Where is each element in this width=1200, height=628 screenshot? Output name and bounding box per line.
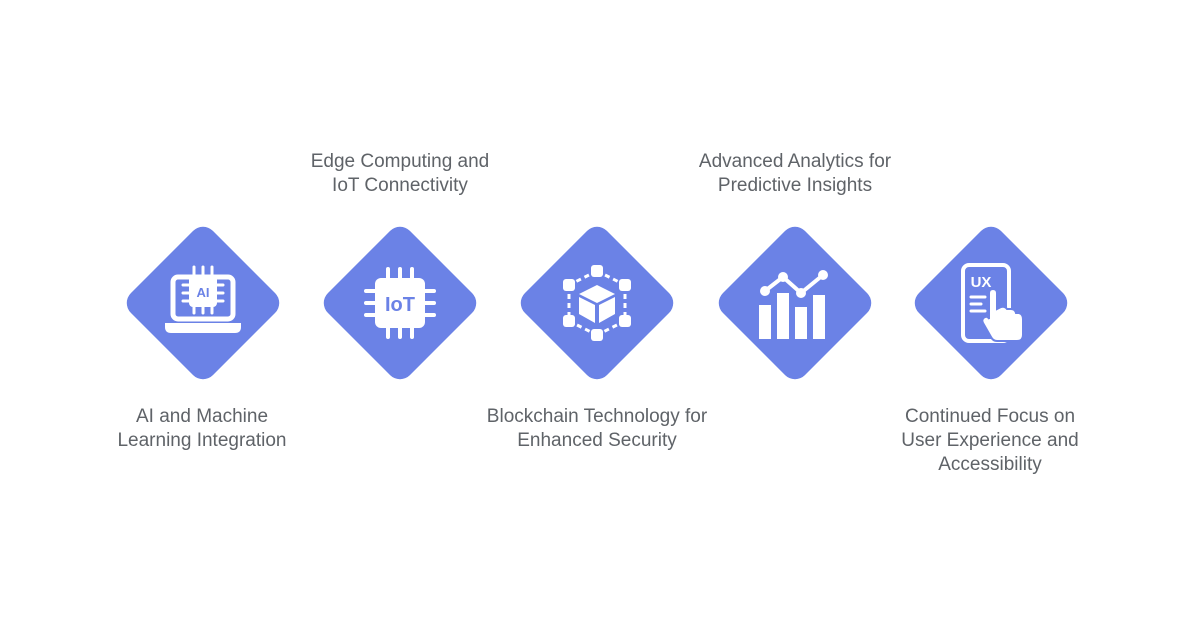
ai-laptop-icon: AI [165, 265, 241, 333]
analytics-chart-icon [759, 270, 828, 339]
analytics-label: Advanced Analytics for Predictive Insigh… [698, 151, 892, 196]
ux-label: Continued Focus on User Experience and A… [901, 406, 1079, 475]
edge-iot-label: Edge Computing and IoT Connectivity [310, 151, 490, 196]
blockchain-network-icon [563, 265, 631, 341]
iot-chip-icon: IoT [364, 267, 436, 339]
blockchain-node [514, 220, 680, 386]
iot-icon-text: IoT [385, 294, 415, 316]
ux-touch-phone-icon: UX [961, 263, 1024, 343]
ai-icon-text: AI [197, 285, 210, 300]
analytics-node [712, 220, 878, 386]
ux-icon-text: UX [971, 274, 992, 291]
blockchain-label: Blockchain Technology for Enhanced Secur… [486, 406, 708, 451]
ux-node: UX [908, 220, 1074, 386]
ai-ml-node: AI [120, 220, 286, 386]
edge-iot-node: IoT [317, 220, 483, 386]
ai-ml-label: AI and Machine Learning Integration [117, 406, 287, 451]
